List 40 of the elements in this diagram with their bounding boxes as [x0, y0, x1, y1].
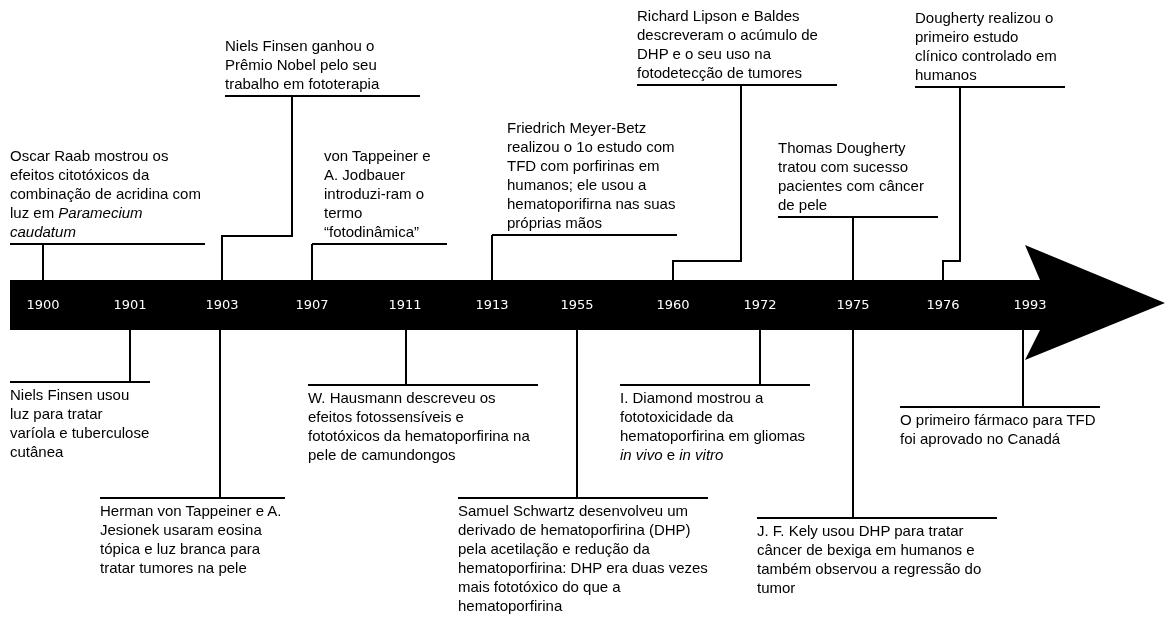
- event-text: Niels Finsen ganhou o Prêmio Nobel pelo seu trabalho em fototerapia: [225, 36, 420, 97]
- year-label: 1960: [643, 280, 703, 330]
- event-text: Richard Lipson e Baldes descreveram o acúmulo de DHP e o seu uso na fotodetecção de tumores: [637, 6, 837, 86]
- year-label: 1911: [375, 280, 435, 330]
- leader-line: [576, 329, 578, 499]
- event-text: von Tappeiner e A. Jodbauer introduzi-ram o termo “fotodinâmica”: [312, 146, 447, 245]
- event-text: O primeiro fármaco para TFD foi aprovado no Canadá: [900, 406, 1100, 448]
- event-text: J. F. Kely usou DHP para tratar câncer de bexiga em humanos e também observou a regressão do tumor: [757, 517, 997, 597]
- year-label: 1900: [13, 280, 73, 330]
- leader-line: [852, 329, 854, 519]
- leader-line: [491, 234, 493, 281]
- event-text: Samuel Schwartz desenvolveu um derivado de hematoporfirina (DHP) pela acetilação e redução da hematoporfirina: DHP era duas vezes mais fototóxico do que a hematoporfirina: [458, 497, 708, 615]
- leader-line: [1022, 329, 1024, 408]
- year-label: 1907: [282, 280, 342, 330]
- year-label: 1913: [462, 280, 522, 330]
- event-text: Herman von Tappeiner e A. Jesionek usaram eosina tópica e luz branca para tratar tumores na pele: [100, 497, 285, 577]
- year-label: 1976: [913, 280, 973, 330]
- leader-line: [405, 329, 407, 386]
- year-label: 1993: [1000, 280, 1060, 330]
- leader-line: [759, 329, 761, 386]
- leader-line: [129, 329, 131, 383]
- event-text: W. Hausmann descreveu os efeitos fotossensíveis e fototóxicos da hematoporfirina na pele de camundongos: [308, 384, 538, 464]
- event-text: Dougherty realizou o primeiro estudo clínico controlado em humanos: [915, 8, 1065, 88]
- year-label: 1901: [100, 280, 160, 330]
- event-text: Oscar Raab mostrou os efeitos citotóxicos da combinação de acridina com luz em Paramecium caudatum: [10, 146, 205, 245]
- leader-line: [311, 243, 313, 281]
- leader-line: [672, 84, 742, 281]
- leader-line: [221, 95, 293, 281]
- event-text: I. Diamond mostrou a fototoxicidade da hematoporfirina em gliomas in vivo e in vitro: [620, 384, 810, 464]
- event-text: Niels Finsen usou luz para tratar varíola e tuberculose cutânea: [10, 381, 150, 461]
- year-label: 1972: [730, 280, 790, 330]
- leader-line: [942, 86, 961, 281]
- leader-line: [219, 329, 221, 499]
- event-text: Thomas Dougherty tratou com sucesso pacientes com câncer de pele: [778, 138, 938, 218]
- leader-line: [42, 243, 44, 281]
- year-label: 1955: [547, 280, 607, 330]
- year-label: 1975: [823, 280, 883, 330]
- leader-line: [852, 216, 854, 281]
- year-label: 1903: [192, 280, 252, 330]
- event-text: Friedrich Meyer-Betz realizou o 1o estudo com TFD com porfirinas em humanos; ele usou a hematoporifirna nas suas próprias mãos: [492, 118, 677, 236]
